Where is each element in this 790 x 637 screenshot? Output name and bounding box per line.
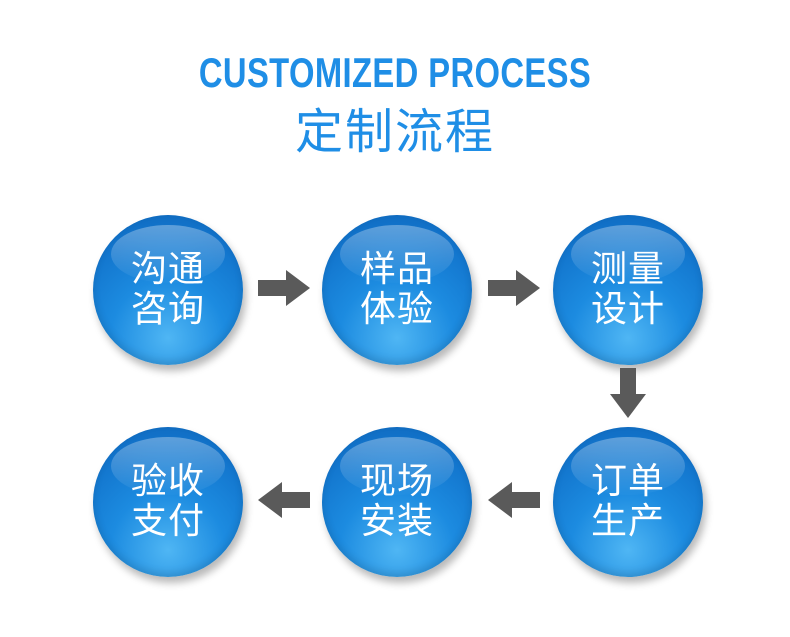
step-label-line1: 沟通 <box>130 249 205 290</box>
step-measure-circle: 测量 设计 <box>553 215 703 365</box>
step-sample-circle: 样品 体验 <box>322 215 472 365</box>
step-label-line1: 现场 <box>359 461 434 502</box>
step-install-circle: 现场 安装 <box>322 427 472 577</box>
step-label-line2: 安装 <box>359 501 434 542</box>
step-label-line2: 体验 <box>359 289 434 330</box>
page-title-chinese: 定制流程 <box>294 104 495 160</box>
step-label-line2: 咨询 <box>130 289 205 330</box>
step-label-line2: 支付 <box>130 501 205 542</box>
arrow-left-icon <box>488 482 540 518</box>
step-label-line1: 验收 <box>130 461 205 502</box>
arrow-left-icon <box>258 482 310 518</box>
arrow-right-icon <box>488 270 540 306</box>
step-label-line1: 测量 <box>590 249 665 290</box>
step-label-line2: 生产 <box>590 501 665 542</box>
step-label-line2: 设计 <box>590 289 665 330</box>
page-title-english: CUSTOMIZED PROCESS <box>198 49 592 96</box>
step-label-line1: 订单 <box>590 461 665 502</box>
arrow-down-icon <box>610 368 646 418</box>
step-payment-circle: 验收 支付 <box>93 427 243 577</box>
step-label-line1: 样品 <box>359 249 434 290</box>
arrow-right-icon <box>258 270 310 306</box>
step-order-circle: 订单 生产 <box>553 427 703 577</box>
step-consult-circle: 沟通 咨询 <box>93 215 243 365</box>
